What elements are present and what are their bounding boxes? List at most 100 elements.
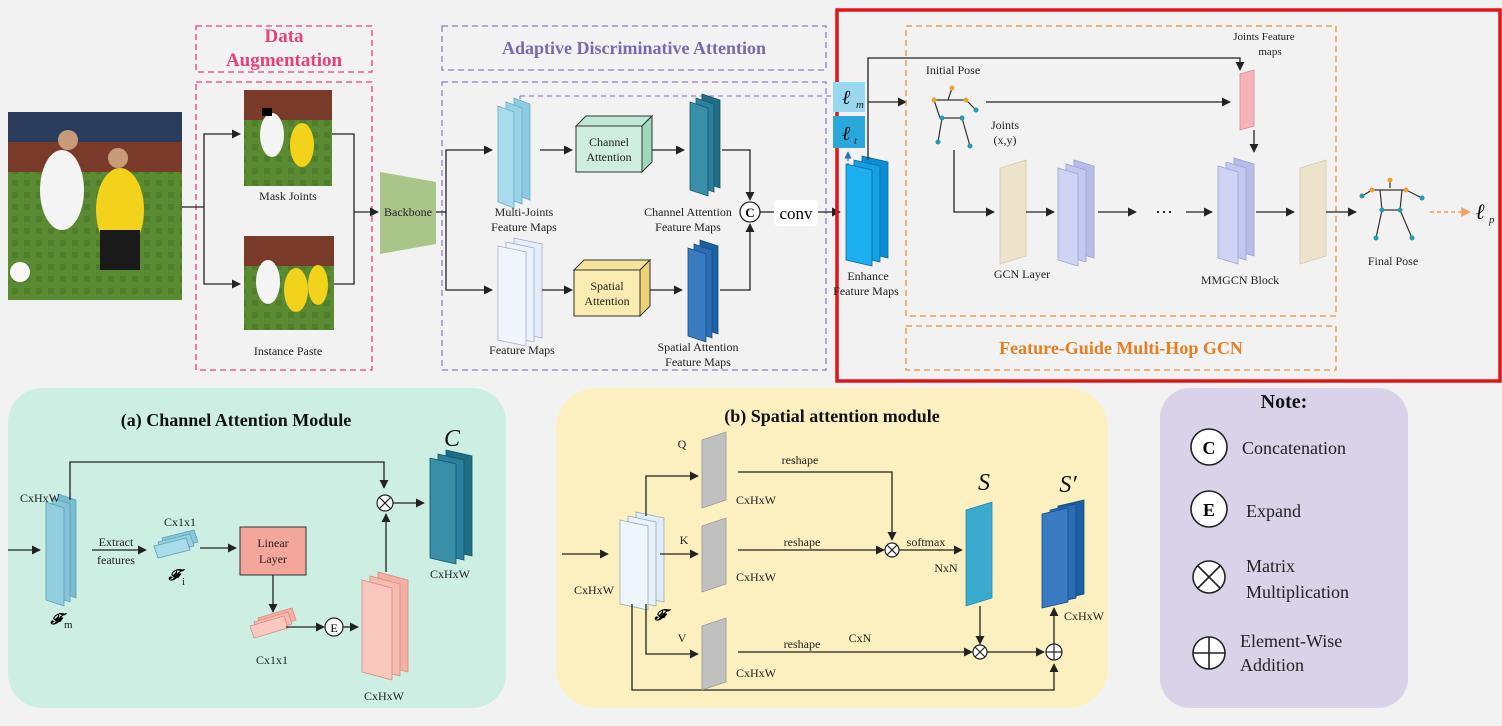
note-label-expand: Expand <box>1246 501 1301 521</box>
v-label: V <box>678 631 687 645</box>
channel-attention-label-1: Channel <box>589 135 630 149</box>
s-map <box>965 501 993 607</box>
cxhxw-out-b: CxHxW <box>1064 609 1105 623</box>
cxhxw-out-label: CxHxW <box>430 567 471 581</box>
reshape-q: reshape <box>782 453 819 467</box>
loss-m-symbol: ℓ <box>842 87 851 109</box>
ellipsis: ··· <box>1155 202 1173 222</box>
linear-layer-label-2: Layer <box>259 552 287 566</box>
loss-m-sub: m <box>856 99 864 111</box>
multi-joints-feature-maps <box>497 97 531 209</box>
fgmh-inner-box <box>905 25 1337 317</box>
cxhxw-in-label-b: CxHxW <box>574 583 615 597</box>
q-map <box>701 431 727 509</box>
extract-label-1: Extract <box>99 535 134 549</box>
concat-symbol: C <box>745 205 754 220</box>
q-label: Q <box>678 437 687 451</box>
multi-joints-label-2: Feature Maps <box>491 220 557 234</box>
spatial-module-title: (b) Spatial attention module <box>724 406 940 427</box>
initial-pose-label: Initial Pose <box>926 63 980 77</box>
enhance-label-2: Feature Maps <box>833 284 899 298</box>
fi-sub: i <box>182 576 185 588</box>
ada-title: Adaptive Discriminative Attention <box>502 38 766 58</box>
data-aug-title-2: Augmentation <box>226 50 343 71</box>
note-panel <box>1160 388 1408 708</box>
channel-attention-label-2: Attention <box>586 150 631 164</box>
f-feature-maps <box>619 511 665 611</box>
note-expand-icon <box>1190 490 1228 528</box>
spatial-attention-label-1: Spatial <box>590 279 624 293</box>
reshape-k: reshape <box>784 535 821 549</box>
channel-attention-feature-maps <box>689 93 721 197</box>
linear-layer-block <box>239 526 307 576</box>
q-cxhxw-label: CxHxW <box>736 493 777 507</box>
ch-att-fm-label-1: Channel Attention <box>644 205 732 219</box>
expand-symbol: E <box>330 621 337 635</box>
spatial-attention-block <box>572 258 652 318</box>
joints-feature-label-1: Joints Feature <box>1233 31 1295 43</box>
channel-module-title: (a) Channel Attention Module <box>121 410 352 431</box>
loss-m-box <box>833 82 865 112</box>
final-pose-skeleton <box>1359 177 1425 241</box>
spatial-attention-feature-maps <box>687 239 719 343</box>
joints-feature-map <box>1239 69 1255 131</box>
loss-p-sub: p <box>1488 214 1495 226</box>
channel-output-feature-maps <box>429 449 473 565</box>
loss-p-symbol: ℓ <box>1475 199 1485 224</box>
feature-maps-label: Feature Maps <box>489 343 555 357</box>
backbone-label: Backbone <box>384 205 432 219</box>
multi-joints-label-1: Multi-Joints <box>495 205 554 219</box>
enhance-label-1: Enhance <box>847 269 888 283</box>
mmgcn-block-label: MMGCN Block <box>1201 273 1279 287</box>
enhance-feature-maps <box>845 155 889 267</box>
output-gcn-layer-block <box>1299 159 1327 265</box>
ada-title-box <box>441 25 827 71</box>
gcn-layer-block <box>999 159 1027 265</box>
mmgcn-block-2 <box>1217 157 1255 265</box>
loss-t-sub: t <box>854 135 858 147</box>
fi-vectors <box>153 529 199 559</box>
s-symbol: S <box>978 470 990 496</box>
k-map <box>701 517 727 593</box>
channel-attention-block <box>574 114 654 174</box>
v-cxhxw-label: CxHxW <box>736 666 777 680</box>
ada-box <box>441 81 827 371</box>
fgmh-red-frame <box>835 8 1502 383</box>
instance-paste-label: Instance Paste <box>254 344 322 358</box>
data-aug-title-1: Data <box>264 26 304 47</box>
note-symbol-1: E <box>1203 500 1215 520</box>
s-prime-symbol: S′ <box>1059 472 1077 498</box>
instance-paste-photo <box>244 236 334 330</box>
note-label-concat: Concatenation <box>1242 438 1346 458</box>
backbone-block <box>380 172 436 254</box>
softmax-label: softmax <box>907 535 946 549</box>
cx1x1-top-label: Cx1x1 <box>164 515 196 529</box>
channel-module-c: C <box>444 426 461 452</box>
loss-t-symbol: ℓ <box>842 123 851 145</box>
mask-joints-photo <box>244 90 332 186</box>
joints-label-1: Joints <box>991 118 1019 132</box>
linear-layer-label-1: Linear <box>257 536 288 550</box>
ch-att-fm-label-2: Feature Maps <box>655 220 721 234</box>
joints-feature-label-2: maps <box>1258 46 1281 58</box>
cxn-label: CxN <box>849 631 872 645</box>
final-pose-label: Final Pose <box>1368 254 1418 268</box>
conv-block <box>774 200 818 226</box>
fgmh-title-box <box>905 325 1337 371</box>
note-label-add-2: Addition <box>1240 655 1304 675</box>
sp-att-fm-label-1: Spatial Attention <box>658 340 739 354</box>
gcn-layer-label: GCN Layer <box>994 267 1050 281</box>
mmgcn-block-1 <box>1057 159 1095 267</box>
fm-feature-maps <box>45 493 77 607</box>
cxhxw-bottom-label: CxHxW <box>364 689 405 703</box>
note-label-matmul-2: Multiplication <box>1246 582 1349 602</box>
note-label-matmul-1: Matrix <box>1246 556 1295 576</box>
note-symbol-0: C <box>1203 438 1216 458</box>
joints-label-2: (x,y) <box>994 133 1017 147</box>
cxhxw-in-label: CxHxW <box>20 491 61 505</box>
loss-t-box <box>833 116 865 148</box>
data-aug-box <box>195 81 373 371</box>
input-photo <box>8 112 182 300</box>
